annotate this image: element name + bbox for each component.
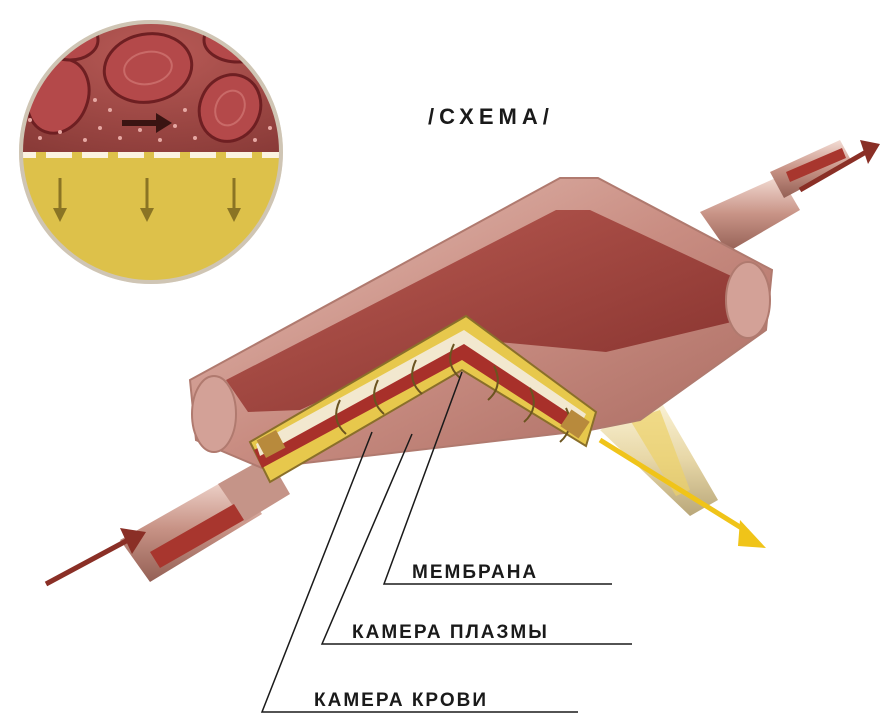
- blood-inlet-tube: [120, 456, 290, 582]
- magnifier-inset: [10, 10, 300, 292]
- diagram-title: /СХЕМА/: [428, 104, 554, 129]
- blood-inflow-arrow: [46, 528, 146, 584]
- blood-chamber-label: КАМЕРА КРОВИ: [314, 690, 488, 711]
- blood-outlet-tube: [700, 140, 852, 252]
- plasma-chamber-label: КАМЕРА ПЛАЗМЫ: [352, 622, 549, 643]
- plasma-zone: [10, 152, 300, 292]
- membrane-label: МЕМБРАНА: [412, 562, 538, 583]
- plasma-chamber-leader: [322, 434, 632, 644]
